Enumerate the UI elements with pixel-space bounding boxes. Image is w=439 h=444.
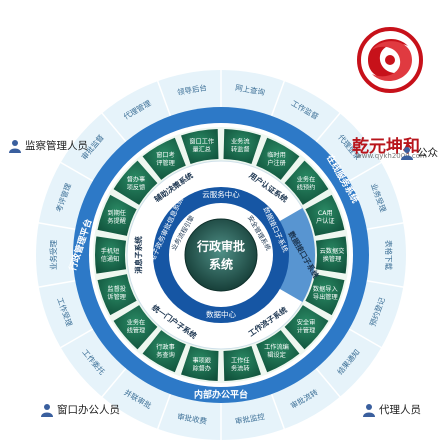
outer-divider xyxy=(59,328,94,349)
cell-label: 工作任 xyxy=(231,356,250,364)
cell-label: 监督投 xyxy=(107,285,126,293)
cell-label: 业务在 xyxy=(297,176,316,184)
outer-divider xyxy=(156,79,172,117)
cell-label: 临时用 xyxy=(267,151,286,159)
outer-divider xyxy=(100,367,127,398)
person-label: 窗口办公人员 xyxy=(57,404,120,416)
outer-divider xyxy=(366,221,405,231)
cell-label: 云数据交 xyxy=(320,247,345,255)
cell-label: 转监督 xyxy=(231,146,250,154)
subsystem-cell xyxy=(256,330,300,373)
cell-label: 务查询 xyxy=(156,351,175,359)
person-label: 监察管理人员 xyxy=(25,140,88,152)
platform-label-bottom: 内部办公平台 xyxy=(194,389,248,401)
center-title-line1: 行政审批 xyxy=(196,239,245,254)
outer-divider xyxy=(270,393,286,431)
cell-label: 换管理 xyxy=(323,255,342,263)
outer-divider xyxy=(315,367,342,398)
subsystem-cell xyxy=(142,137,186,180)
cell-label: 安全审 xyxy=(297,318,316,326)
outer-divider xyxy=(156,393,172,431)
subsystem-cell xyxy=(284,305,329,350)
person-public: 公众 xyxy=(400,145,438,160)
outer-divider xyxy=(315,112,342,143)
cell-label: 手机短 xyxy=(101,247,120,255)
outer-divider xyxy=(100,112,127,143)
subsystem-cell xyxy=(315,236,347,274)
cell-label: 行政事 xyxy=(156,343,175,351)
logo-name: 乾元坤和 xyxy=(352,137,420,157)
outer-divider xyxy=(270,79,286,117)
cell-label: 导出管理 xyxy=(313,293,338,301)
cell-label: 务提醒 xyxy=(107,217,126,225)
cell-label: CA用 xyxy=(318,210,333,217)
person-window-staff: 窗口办公人员 xyxy=(40,402,120,417)
cell-label: 督办事 xyxy=(127,176,146,184)
subsystem-cell xyxy=(113,305,158,350)
cell-label: 数据导入 xyxy=(313,285,338,293)
subsystem-cell xyxy=(181,129,219,164)
cell-label: 业务在 xyxy=(127,318,146,326)
subsystem-cell xyxy=(95,236,127,274)
person-label: 代理人员 xyxy=(379,404,421,416)
cell-label: 项反馈 xyxy=(127,184,146,192)
cell-label: 评管理 xyxy=(156,159,175,167)
cell-label: 业务流 xyxy=(231,138,250,146)
cell-label: 户注册 xyxy=(267,159,286,167)
subsystem-cell xyxy=(305,274,345,316)
outer-ring-label: 业务受理 xyxy=(48,240,58,270)
outer-ring-label: 表格下载 xyxy=(384,240,394,270)
person-icon xyxy=(363,403,375,417)
subsystem-label-left: 消息子系统 xyxy=(133,236,143,274)
person-icon xyxy=(9,139,21,153)
cell-label: 量汇总 xyxy=(192,146,211,154)
outer-divider xyxy=(348,161,383,182)
cell-label: 诉管理 xyxy=(107,293,126,301)
subsystem-cell xyxy=(142,330,186,373)
center-title-line2: 系统 xyxy=(209,257,233,272)
data-interface-sector xyxy=(278,208,315,302)
outer-divider xyxy=(37,279,76,289)
person-supervisor: 监察管理人员 xyxy=(8,138,88,153)
subsystem-cell xyxy=(113,160,158,205)
cell-label: 事项跟 xyxy=(192,356,211,364)
cell-label: 务流转 xyxy=(231,364,250,372)
logo-url: www.qykh2009.com xyxy=(356,152,427,160)
core-label-bottom: 数据中心 xyxy=(206,309,236,319)
subsystem-cell xyxy=(97,194,137,236)
cell-label: 辑设定 xyxy=(267,351,286,359)
cell-label: 到期任 xyxy=(107,209,126,217)
subsystem-cell xyxy=(256,137,300,180)
subsystem-cell xyxy=(97,274,137,316)
cell-label: 工作流编 xyxy=(264,343,289,351)
cell-label: 窗口工作 xyxy=(189,138,214,146)
cell-label: 窗口考 xyxy=(156,151,175,159)
center-circle xyxy=(184,218,258,292)
subsystem-cell xyxy=(181,346,219,381)
cell-label: 户认证 xyxy=(316,217,335,225)
cell-label: 踪督办 xyxy=(192,364,211,372)
person-icon xyxy=(41,403,53,417)
company-logo-icon xyxy=(357,27,423,93)
cell-label: 线预约 xyxy=(297,184,316,192)
person-label: 公众 xyxy=(417,147,438,159)
outer-divider xyxy=(366,279,405,289)
subsystem-cell xyxy=(305,194,345,236)
core-label-top: 云服务中心 xyxy=(202,189,240,199)
outer-divider xyxy=(37,221,76,231)
person-agent: 代理人员 xyxy=(362,402,421,417)
outer-divider xyxy=(348,328,383,349)
outer-divider xyxy=(59,161,94,182)
subsystem-cell xyxy=(223,129,261,164)
subsystem-cell xyxy=(223,346,261,381)
person-icon xyxy=(401,146,413,160)
cell-label: 线管理 xyxy=(127,326,146,334)
subsystem-cell xyxy=(284,160,329,205)
cell-label: 信通知 xyxy=(101,255,120,263)
cell-label: 计管理 xyxy=(297,326,316,334)
